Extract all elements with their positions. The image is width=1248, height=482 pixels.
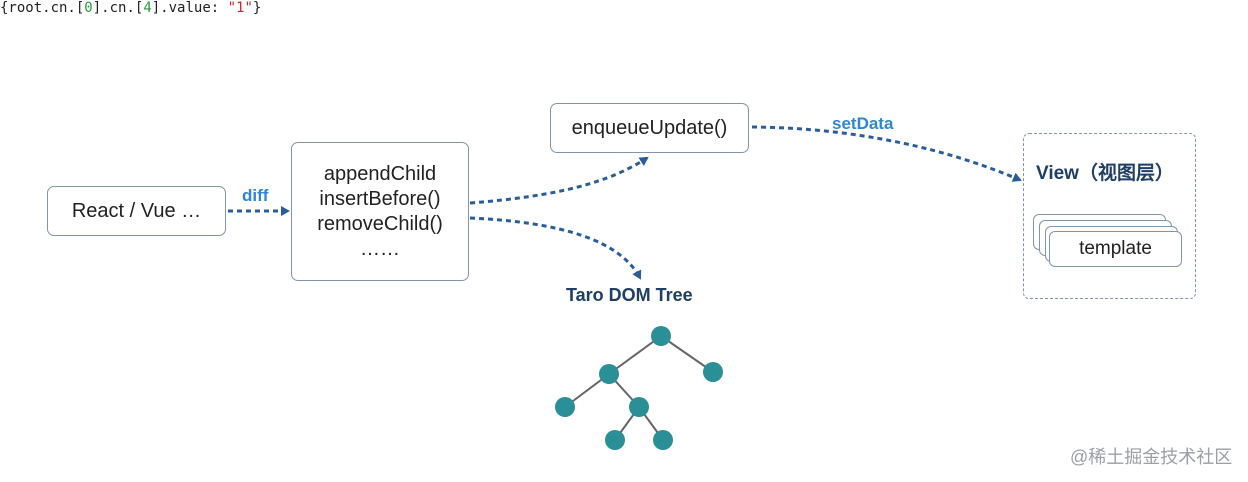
setdata-label: setData — [832, 114, 894, 133]
template-label: template — [1079, 238, 1152, 259]
tree-node — [555, 397, 575, 417]
tree-node — [629, 397, 649, 417]
watermark: @稀土掘金技术社区 — [1070, 447, 1233, 467]
tree-node-root — [651, 326, 671, 346]
ops-to-enqueue-arrow — [469, 156, 649, 205]
diff-label: diff — [242, 186, 269, 205]
ops-to-tree-arrow — [469, 216, 642, 280]
source-framework-label: React / Vue … — [71, 199, 202, 222]
operation-item: …… — [360, 237, 400, 260]
operation-item: insertBefore() — [319, 187, 441, 210]
view-layer-node: View（视图层） template — [1023, 133, 1196, 299]
tree-node — [599, 364, 619, 384]
dom-tree-label: Taro DOM Tree — [566, 285, 693, 305]
tree-node — [605, 430, 625, 450]
dom-operations-node: appendChild insertBefore() removeChild()… — [291, 142, 469, 281]
enqueue-update-label: enqueueUpdate() — [571, 116, 728, 139]
operation-item: removeChild() — [317, 212, 443, 235]
template-node: template — [1049, 231, 1182, 267]
update-payload: {root.cn.[0].cn.[4].value: "1"} — [0, 0, 262, 16]
dom-tree-graphic — [564, 335, 714, 441]
setdata-arrow — [751, 125, 1022, 182]
enqueue-update-node: enqueueUpdate() — [550, 103, 749, 153]
source-framework-node: React / Vue … — [47, 186, 226, 236]
tree-node — [703, 362, 723, 382]
operation-item: appendChild — [323, 162, 437, 185]
view-layer-title: View（视图层） — [1036, 163, 1174, 184]
tree-node — [653, 430, 673, 450]
